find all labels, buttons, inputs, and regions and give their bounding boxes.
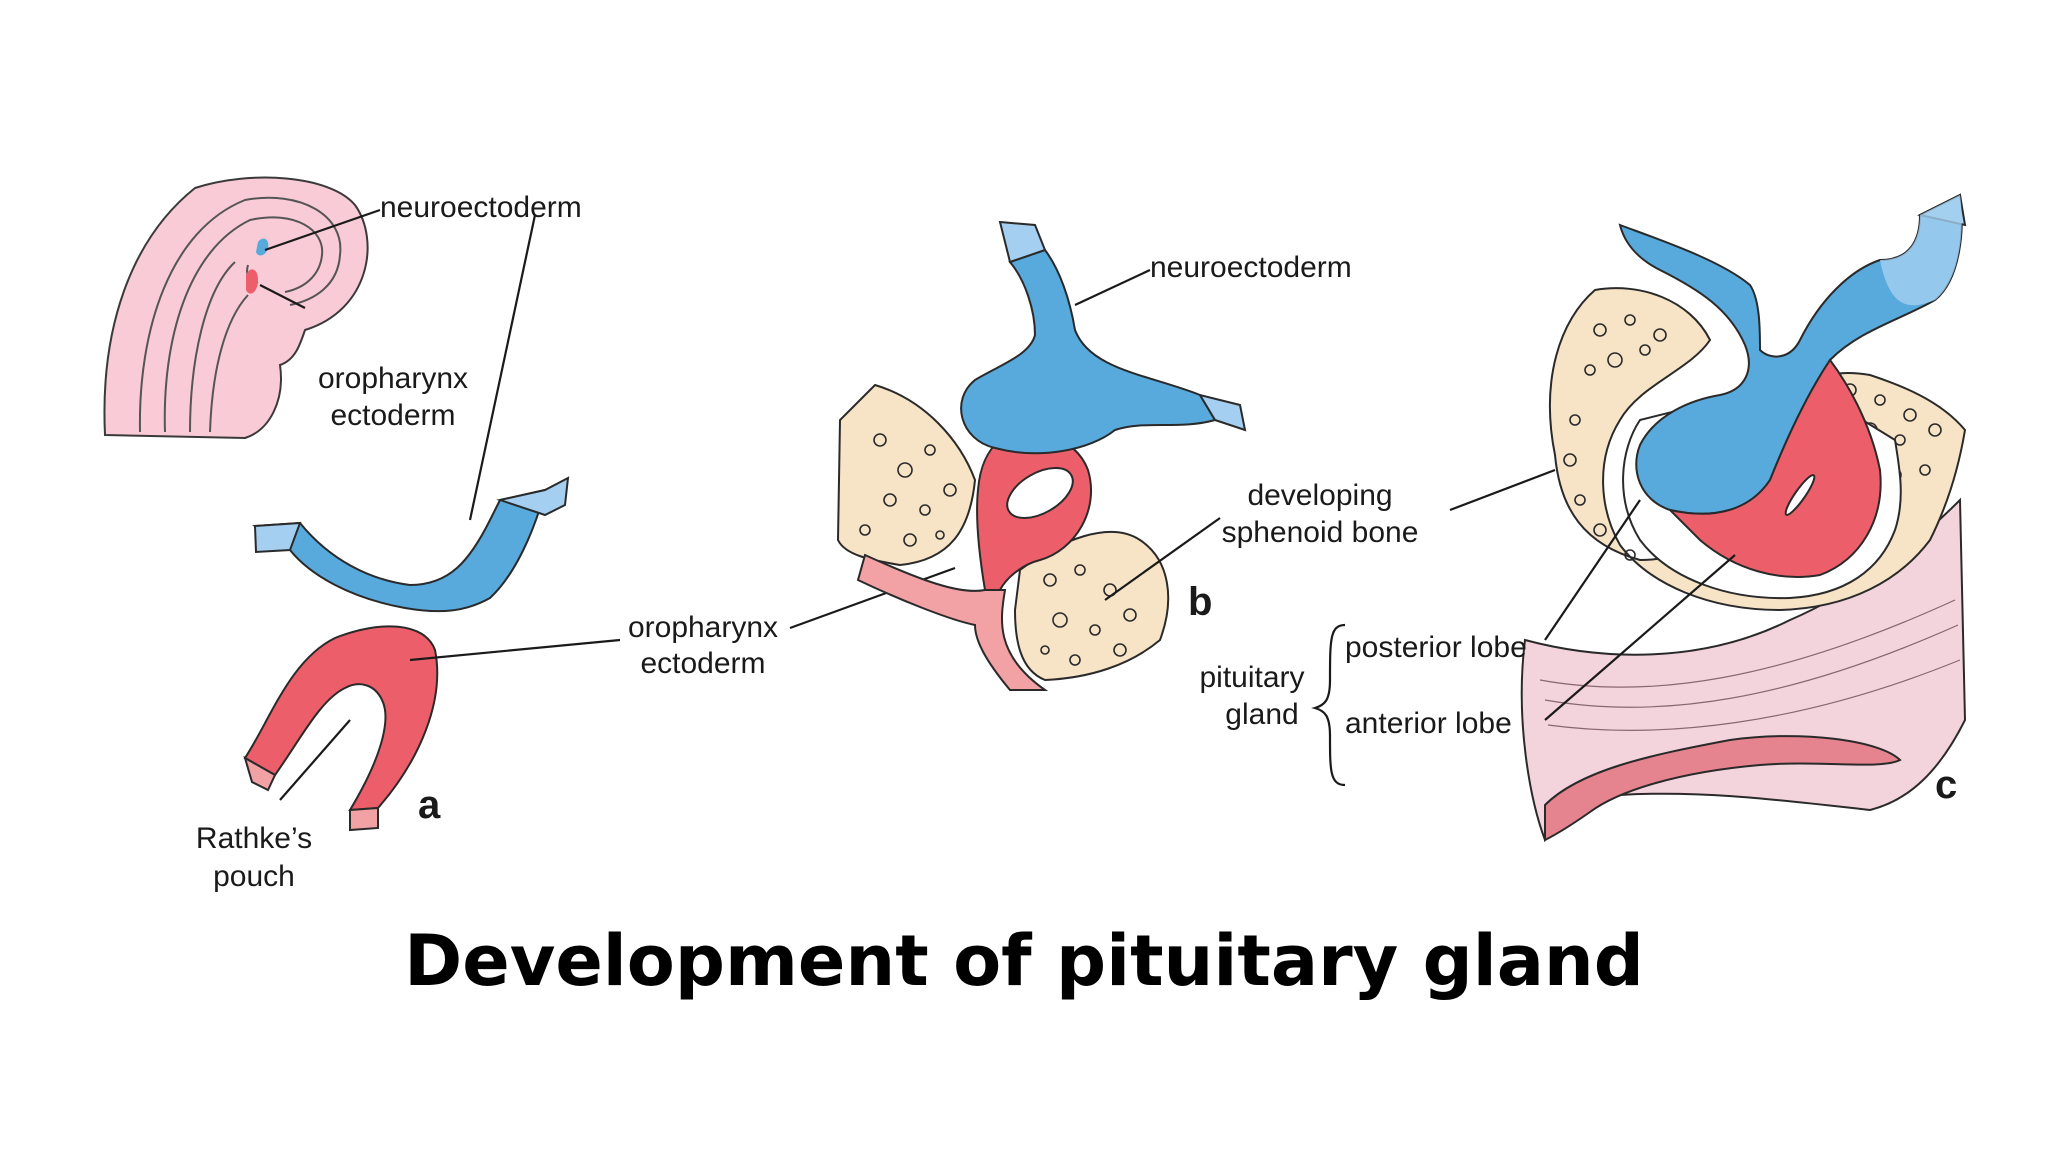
panel-c: pituitary gland posterior lobe anterior … — [1199, 193, 1967, 843]
neuroectoderm-spot — [256, 238, 269, 256]
panel-letter-a: a — [418, 783, 441, 827]
pituitary-brace — [1311, 623, 1346, 787]
oral-ectoderm-spot — [246, 269, 258, 294]
label-rathkes-line2: pouch — [213, 860, 295, 893]
label-sphenoid-line1: developing — [1247, 479, 1392, 512]
slide-title: Development of pituitary gland — [404, 920, 1644, 1002]
label-oropharynx-a-line1: oropharynx — [318, 362, 468, 395]
embryo-head-sketch — [103, 176, 369, 440]
label-anterior-lobe: anterior lobe — [1345, 707, 1512, 740]
neuroectoderm-b — [960, 248, 1217, 455]
panel-b: neuroectoderm developing sphenoid bone b — [836, 220, 1419, 691]
neuroectoderm-band-a — [252, 476, 570, 613]
panel-letter-b: b — [1188, 580, 1212, 624]
pouch-cavity — [1006, 467, 1074, 519]
shared-oropharynx-label: oropharynx ectoderm — [628, 566, 956, 680]
label-posterior-lobe: posterior lobe — [1345, 631, 1527, 664]
panel-a-leaders — [259, 208, 621, 801]
sphenoid-bone-right — [1013, 531, 1170, 682]
oral-ectoderm-stalk — [856, 553, 1049, 691]
label-sphenoid-line2: sphenoid bone — [1222, 516, 1419, 549]
sphenoid-bone-left — [836, 383, 977, 567]
oral-lining — [1544, 735, 1902, 842]
label-neuroectoderm-a: neuroectoderm — [380, 191, 582, 224]
panel-a: neuroectoderm oropharynx ectoderm Rathke… — [103, 176, 621, 893]
label-pituitary-line1: pituitary — [1199, 661, 1304, 694]
label-oropharynx-shared-line2: ectoderm — [640, 647, 765, 680]
panel-letter-c: c — [1935, 763, 1957, 807]
label-oropharynx-a-line2: ectoderm — [330, 399, 455, 432]
label-pituitary-line2: gland — [1225, 698, 1298, 731]
label-rathkes-line1: Rathke’s — [196, 822, 312, 855]
panel-c-leaders — [1449, 468, 1736, 721]
anterior-lobe — [1666, 358, 1882, 578]
label-neuroectoderm-b: neuroectoderm — [1150, 251, 1352, 284]
label-oropharynx-shared-line1: oropharynx — [628, 611, 778, 644]
rathkes-pouch — [243, 625, 439, 832]
panel-b-leaders — [1074, 269, 1221, 601]
